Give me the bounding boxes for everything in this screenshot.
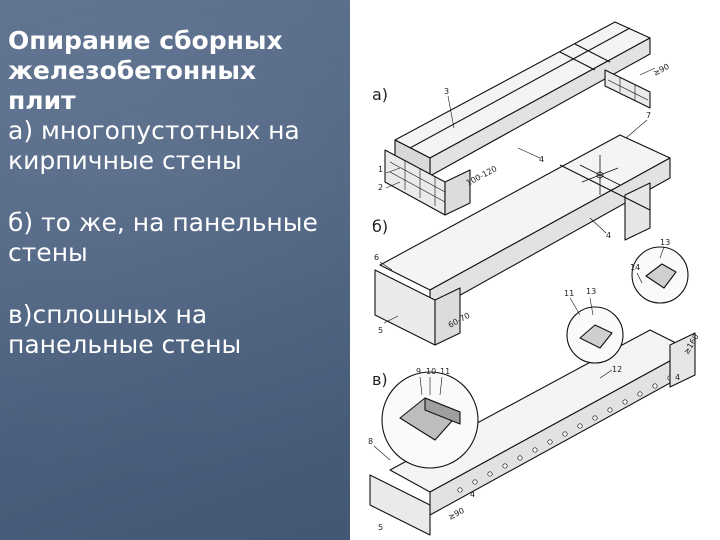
num-5c: 5 <box>378 523 383 532</box>
num-13a: 13 <box>660 238 670 247</box>
slab-support-drawing: 3 7 4 1 2 100-120 ≥90 <box>350 0 720 540</box>
num-13b: 13 <box>586 287 596 296</box>
slide-title: Опирание сборных железобетонных плит <box>8 26 283 115</box>
num-4b: 4 <box>606 231 611 240</box>
num-9: 9 <box>416 367 421 376</box>
item-b: б) то же, на панельные стены <box>8 208 318 267</box>
label-a: а) <box>372 85 388 104</box>
drawing-svg: 3 7 4 1 2 100-120 ≥90 <box>368 21 701 536</box>
item-c: в)сплошных на панельные стены <box>8 300 242 359</box>
num-4a: 4 <box>539 155 544 164</box>
num-4c: 4 <box>675 373 680 382</box>
drawing-b: 6 5 4 60-70 <box>374 134 671 346</box>
num-1: 1 <box>378 165 383 174</box>
label-b: б) <box>372 217 388 236</box>
num-ge90-a: ≥90 <box>652 62 671 78</box>
num-10: 10 <box>426 367 436 376</box>
drawing-c: 13 14 11 13 12 4 9 10 11 8 5 4 ≥160 ≥90 <box>368 238 701 536</box>
drawing-a: 3 7 4 1 2 100-120 ≥90 <box>378 21 671 216</box>
num-11a: 11 <box>564 289 574 298</box>
num-14: 14 <box>630 263 640 272</box>
num-2: 2 <box>378 183 383 192</box>
num-12: 12 <box>612 365 622 374</box>
label-c: в) <box>372 370 388 389</box>
num-11b: 11 <box>440 367 450 376</box>
num-3: 3 <box>444 87 449 96</box>
num-4d: 4 <box>470 490 475 499</box>
num-7: 7 <box>646 111 651 120</box>
num-8: 8 <box>368 437 373 446</box>
num-6: 6 <box>374 253 379 262</box>
num-5b: 5 <box>378 326 383 335</box>
text-area: Опирание сборных железобетонных плит а) … <box>8 26 353 360</box>
item-a: а) многопустотных на кирпичные стены <box>8 116 300 175</box>
num-ge90-c: ≥90 <box>447 506 466 522</box>
